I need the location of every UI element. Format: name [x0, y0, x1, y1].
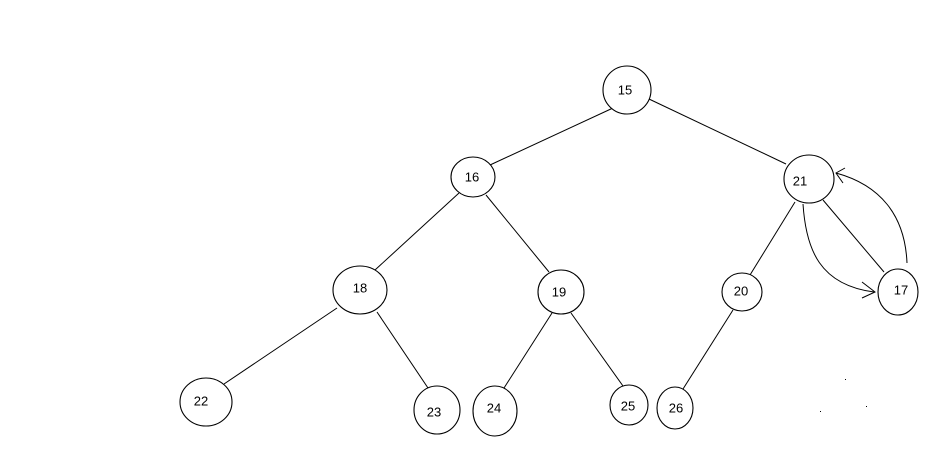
svg-text:21: 21 [793, 174, 807, 189]
edge-21-17 [822, 199, 885, 273]
dot [820, 411, 821, 412]
edge-16-18 [374, 192, 460, 271]
node-16: 16 [450, 156, 496, 198]
edge-21-20 [749, 201, 796, 276]
edge-20-26 [682, 309, 734, 390]
svg-text:26: 26 [669, 401, 683, 416]
svg-text:16: 16 [465, 170, 479, 185]
node-18: 18 [332, 265, 388, 315]
svg-text:18: 18 [353, 281, 367, 296]
node-23: 23 [413, 385, 461, 435]
stray-dots [820, 379, 867, 412]
svg-text:20: 20 [734, 284, 748, 299]
node-19: 19 [537, 269, 585, 315]
node-24: 24 [472, 385, 518, 437]
node-15: 15 [602, 65, 652, 115]
svg-text:17: 17 [894, 283, 908, 298]
svg-text:23: 23 [427, 405, 441, 420]
svg-text:25: 25 [621, 399, 635, 414]
node-21: 21 [783, 154, 835, 204]
node-25: 25 [609, 384, 649, 426]
svg-text:22: 22 [194, 394, 208, 409]
edge-16-19 [485, 194, 550, 273]
svg-text:15: 15 [618, 83, 632, 98]
edge-18-23 [376, 311, 429, 389]
edge-19-25 [570, 312, 624, 387]
dot [845, 379, 846, 380]
node-26: 26 [656, 386, 694, 430]
node-22: 22 [179, 377, 233, 427]
arrow-21-to-17 [802, 203, 875, 293]
tree-nodes: 15 16 21 18 19 20 17 22 23 24 25 26 [179, 65, 919, 437]
node-17: 17 [877, 268, 919, 316]
arrowhead-21-to-17 [861, 281, 876, 299]
dot [866, 406, 867, 407]
node-20: 20 [721, 272, 763, 312]
edge-19-24 [503, 312, 553, 389]
arrowhead-17-to-21 [835, 167, 846, 184]
edge-18-22 [223, 307, 338, 385]
arrow-17-to-21 [835, 172, 908, 264]
svg-text:19: 19 [552, 285, 566, 300]
edge-15-16 [489, 107, 614, 166]
svg-text:24: 24 [487, 401, 501, 416]
edges [223, 98, 885, 390]
edge-15-21 [648, 98, 787, 165]
arrows [802, 167, 908, 299]
